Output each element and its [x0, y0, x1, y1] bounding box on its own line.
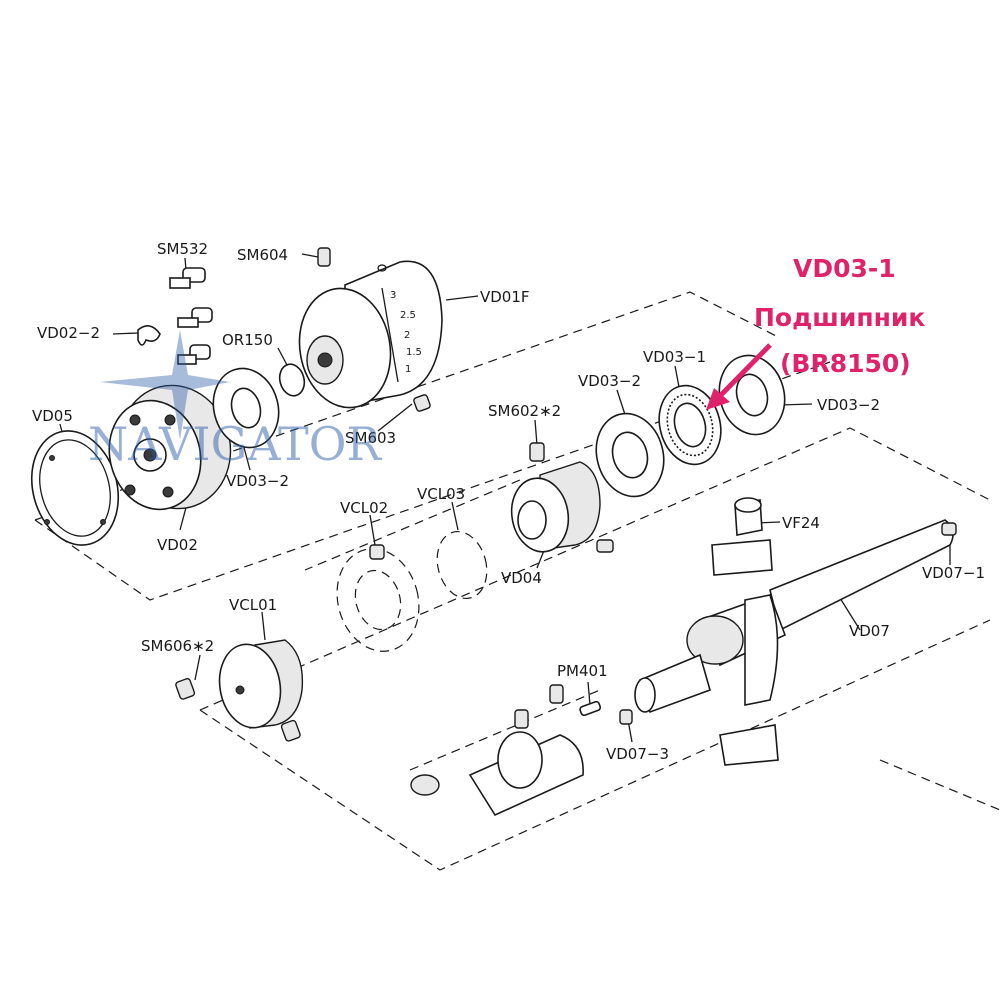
label-vd07: VD07 [849, 622, 890, 640]
vd07-crank-shaft [634, 497, 957, 766]
label-pm401: PM401 [557, 662, 608, 680]
label-vd05: VD05 [32, 407, 73, 425]
label-vd02: VD02 [157, 536, 198, 554]
vcl03-ring [436, 530, 488, 600]
vd02-housing [108, 384, 232, 511]
label-vd02-2: VD02−2 [37, 324, 100, 342]
dial-mark-3: 3 [390, 290, 396, 301]
dial-scale-marks: 3 2.5 2 1.5 1 [390, 290, 422, 375]
or150-o-ring [278, 363, 306, 397]
vd03-2-washer-left [212, 367, 280, 449]
label-or150: OR150 [222, 331, 273, 349]
vd01f-dial-knob [298, 260, 443, 409]
vcl02-clamp [336, 544, 420, 652]
watermark-text: NAVIGATOR [88, 417, 382, 471]
sm602-set-screw [529, 442, 545, 462]
sm604-set-screw [317, 247, 331, 267]
label-sm532: SM532 [157, 240, 208, 258]
dial-mark-2-5: 2.5 [400, 310, 416, 321]
label-vcl01: VCL01 [229, 596, 277, 614]
label-vd03-1: VD03−1 [643, 348, 706, 366]
label-vcl03: VCL03 [417, 485, 465, 503]
pm401-pin [579, 700, 602, 717]
vd07-3-screw [619, 709, 633, 725]
sm532-screws [169, 267, 213, 365]
label-sm604: SM604 [237, 246, 288, 264]
vd03-1-needle-bearing [658, 384, 722, 466]
callout-arrow [706, 343, 772, 410]
dial-mark-1-5: 1.5 [406, 347, 422, 358]
sm606-set-screw [175, 678, 196, 700]
bearing-callout: VD03-1 Подшипник (BR8150) [754, 254, 925, 378]
label-vf24: VF24 [782, 514, 820, 532]
label-vd03-2-left: VD03−2 [226, 472, 289, 490]
callout-part-code: (BR8150) [780, 349, 911, 378]
callout-part-name: Подшипник [754, 303, 925, 332]
label-vd01f: VD01F [480, 288, 530, 306]
lower-shaft-assembly [410, 684, 584, 817]
vcl01-collar [218, 639, 304, 742]
label-vd04: VD04 [501, 569, 542, 587]
label-vd07-3: VD07−3 [606, 745, 669, 763]
dial-mark-1: 1 [405, 364, 411, 375]
part-labels: SM532 SM604 VD01F VD02−2 OR150 VD05 SM60… [32, 240, 985, 763]
label-vcl02: VCL02 [340, 499, 388, 517]
label-sm603: SM603 [345, 429, 396, 447]
sm603-set-screw [413, 394, 431, 412]
vd02-2-clip [137, 325, 161, 346]
label-vd03-2-right: VD03−2 [817, 396, 880, 414]
vd03-2-washer-mid [595, 412, 665, 498]
label-vd03-2-mid: VD03−2 [578, 372, 641, 390]
label-sm602: SM602∗2 [488, 402, 561, 420]
dial-mark-2: 2 [404, 330, 410, 341]
vd04-pulley [510, 461, 614, 553]
label-sm606: SM606∗2 [141, 637, 214, 655]
label-vd07-1: VD07−1 [922, 564, 985, 582]
callout-part-number: VD03-1 [793, 254, 896, 283]
navigator-watermark: NAVIGATOR [88, 330, 382, 471]
